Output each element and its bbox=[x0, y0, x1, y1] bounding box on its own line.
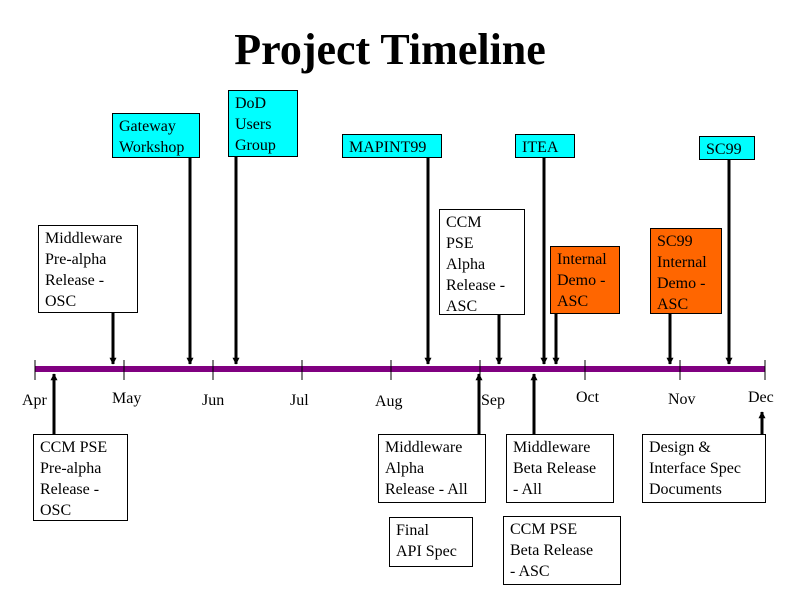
page-title: Project Timeline bbox=[234, 25, 546, 74]
month-label-may: May bbox=[112, 390, 142, 407]
event-middleware-prealpha: Middleware Pre-alpha Release - OSC bbox=[38, 225, 138, 313]
month-label-apr: Apr bbox=[22, 392, 47, 409]
event-ccm-pse-prealpha: CCM PSE Pre-alpha Release - OSC bbox=[33, 434, 128, 521]
event-design-docs: Design & Interface Spec Documents bbox=[642, 434, 766, 503]
event-internal-demo: Internal Demo - ASC bbox=[550, 246, 620, 314]
event-mapint99: MAPINT99 bbox=[342, 134, 442, 158]
event-ccm-pse-beta: CCM PSE Beta Release - ASC bbox=[503, 516, 621, 585]
month-label-aug: Aug bbox=[375, 393, 403, 410]
month-label-jul: Jul bbox=[290, 392, 309, 409]
event-sc99-internal-demo: SC99 Internal Demo - ASC bbox=[650, 228, 722, 314]
event-itea: ITEA bbox=[515, 134, 575, 158]
down-arrows bbox=[109, 157, 733, 365]
up-arrows bbox=[50, 373, 766, 434]
month-label-sep: Sep bbox=[481, 392, 505, 409]
event-dod-users-group: DoD Users Group bbox=[228, 90, 298, 157]
event-sc99: SC99 bbox=[699, 136, 755, 160]
month-label-dec: Dec bbox=[748, 389, 774, 406]
month-label-jun: Jun bbox=[202, 392, 225, 409]
event-gateway-workshop: Gateway Workshop bbox=[112, 113, 200, 158]
month-label-oct: Oct bbox=[576, 389, 600, 406]
event-ccm-pse-alpha: CCM PSE Alpha Release - ASC bbox=[439, 209, 525, 315]
event-final-api-spec: Final API Spec bbox=[389, 517, 473, 567]
event-middleware-alpha: Middleware Alpha Release - All bbox=[378, 434, 486, 503]
event-middleware-beta: Middleware Beta Release - All bbox=[506, 434, 614, 503]
month-label-nov: Nov bbox=[668, 391, 696, 408]
